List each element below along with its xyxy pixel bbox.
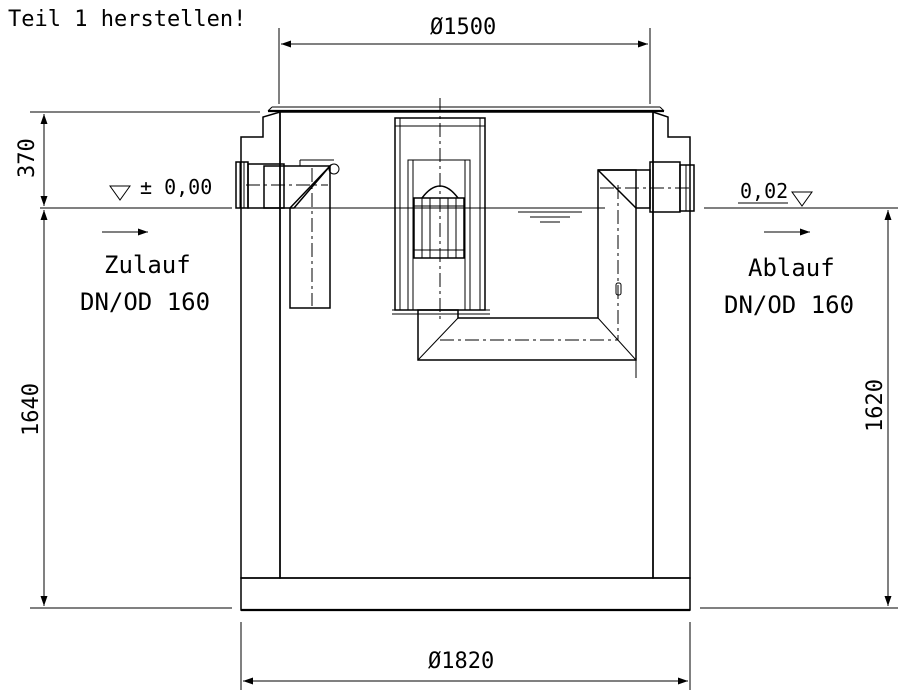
dimension-cover-height: 370 xyxy=(15,111,260,206)
dimension-right-height: 1620 xyxy=(700,210,898,609)
dimension-outer-diameter: Ø1820 xyxy=(240,622,691,690)
dimension-left-height: 1640 xyxy=(19,210,232,609)
level-triangle-icon xyxy=(791,191,813,207)
right-height-label: 1620 xyxy=(863,379,888,432)
water-level xyxy=(40,207,898,223)
inlet-level-marker: ± 0,00 xyxy=(109,175,212,201)
shaft-interior xyxy=(279,111,654,579)
central-unit xyxy=(392,98,490,322)
level-triangle-icon xyxy=(109,185,131,201)
outlet-pipe xyxy=(417,161,695,378)
outlet-level-marker: 0,02 xyxy=(738,179,813,207)
shaft-left-wall xyxy=(240,110,281,579)
outlet-annotation: Ablauf DN/OD 160 xyxy=(724,228,854,319)
outlet-size: DN/OD 160 xyxy=(724,291,854,319)
inlet-level-label: ± 0,00 xyxy=(140,175,212,199)
inlet-pipe xyxy=(235,159,340,309)
dimension-inner-diameter: Ø1500 xyxy=(278,15,651,104)
filter-basket xyxy=(413,197,465,259)
inlet-annotation: Zulauf DN/OD 160 xyxy=(80,228,210,316)
inlet-size: DN/OD 160 xyxy=(80,288,210,316)
outlet-label: Ablauf xyxy=(748,254,835,282)
header-note: Teil 1 herstellen! xyxy=(8,7,246,32)
cover-ring xyxy=(267,106,665,113)
inner-diameter-label: Ø1500 xyxy=(430,15,496,40)
shaft-right-wall xyxy=(652,110,691,579)
cover-height-label: 370 xyxy=(15,138,40,178)
left-height-label: 1640 xyxy=(19,383,44,436)
outer-diameter-label: Ø1820 xyxy=(428,649,494,674)
outlet-level-label: 0,02 xyxy=(740,179,788,203)
inlet-label: Zulauf xyxy=(104,251,191,279)
shaft-floor xyxy=(240,577,691,611)
